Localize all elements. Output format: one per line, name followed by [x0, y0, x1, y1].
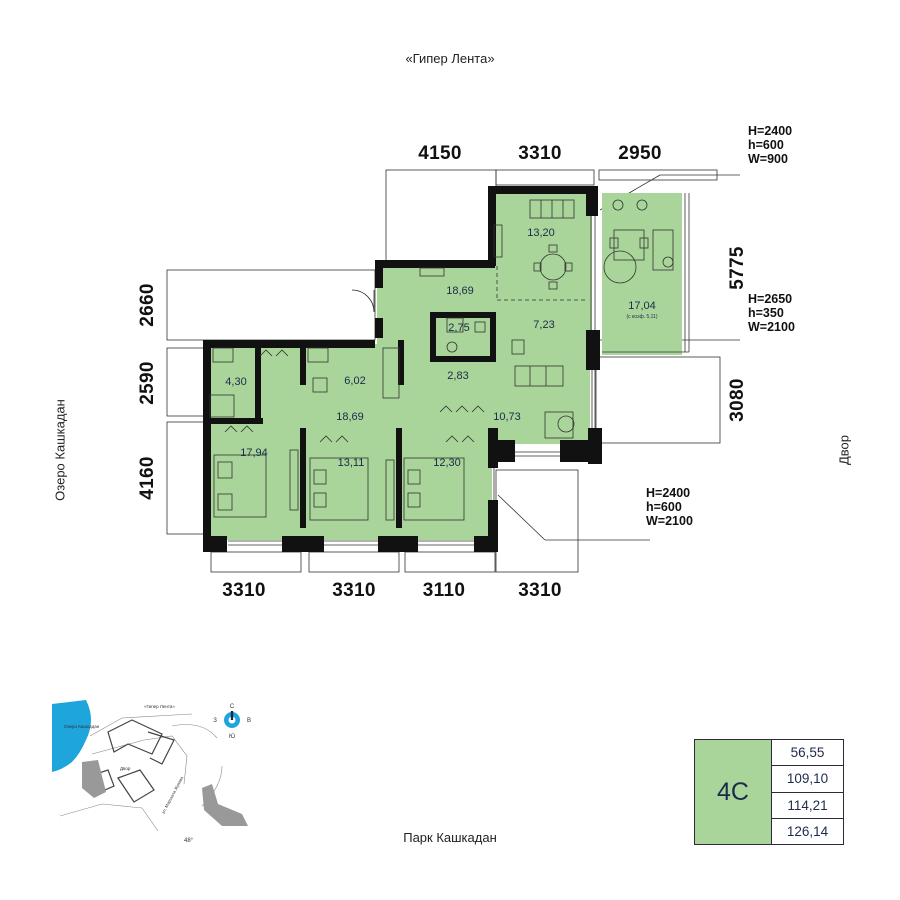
- dim-top-3: 2950: [618, 143, 662, 164]
- walls: [203, 186, 602, 552]
- room-labels: 13,20 18,69 2,75 7,23 17,04 (с коэф. 5,1…: [225, 227, 658, 469]
- unit-area-table: 4С 56,55 109,10 114,21 126,14: [694, 739, 844, 845]
- unit-areas: 56,55 109,10 114,21 126,14: [772, 740, 843, 844]
- room-area-terrace: 17,04: [628, 300, 656, 312]
- orientation-top: «Гипер Лента»: [405, 51, 495, 66]
- area-value-2: 109,10: [772, 766, 843, 793]
- minimap-yard-label: Двор: [120, 766, 131, 771]
- dim-left-2: 2590: [137, 361, 158, 405]
- minimap-street-label: ул. Маршала Жукова: [160, 775, 184, 814]
- dim-top-2: 3310: [518, 143, 562, 164]
- lake-shape: [52, 700, 91, 772]
- window-note-top: H=2400 h=600 W=900: [748, 124, 793, 166]
- compass-east: В: [247, 718, 251, 724]
- furniture: [209, 199, 674, 521]
- room-area-bedroom-3: 12,30: [433, 457, 461, 469]
- room-area-laundry: 4,30: [225, 376, 246, 388]
- minimap-lake-label: Озеро Кашкадан: [64, 724, 100, 729]
- room-area-bath-small: 2,75: [448, 322, 469, 334]
- orientation-bottom: Парк Кашкадан: [403, 830, 497, 845]
- room-area-living: 10,73: [493, 411, 521, 423]
- room-area-corridor: 18,69: [336, 411, 364, 423]
- compass-west: З: [213, 718, 217, 724]
- minimap-angle-label: 48°: [184, 838, 194, 844]
- room-area-kitchen: 13,20: [527, 227, 555, 239]
- window-note-bottom: H=2400 h=600 W=2100: [646, 486, 693, 528]
- window-note-right: H=2650 h=350 W=2100: [748, 292, 795, 334]
- room-area-bedroom-1: 17,94: [240, 447, 268, 459]
- dim-right-2: 3080: [727, 378, 748, 422]
- dim-bottom-4: 3310: [518, 580, 562, 601]
- area-value-1: 56,55: [772, 740, 843, 767]
- dim-bottom-1: 3310: [222, 580, 266, 601]
- area-value-3: 114,21: [772, 793, 843, 819]
- dim-left-1: 2660: [137, 283, 158, 327]
- room-fills: [208, 193, 682, 540]
- minimap-buildings: [95, 719, 175, 803]
- room-area-bedroom-2: 13,11: [338, 457, 365, 469]
- compass-south: Ю: [229, 734, 235, 740]
- compass-north: С: [230, 704, 235, 710]
- dim-top-1: 4150: [418, 143, 462, 164]
- minimap-active-building: [82, 760, 106, 798]
- room-area-bathroom: 6,02: [344, 375, 365, 387]
- compass-icon: С Ю З В: [213, 704, 251, 740]
- room-area-hall-top: 18,69: [446, 285, 474, 297]
- dim-bottom-3: 3110: [422, 580, 466, 601]
- minimap-mall-label: «Гипер Лента»: [144, 704, 175, 709]
- room-area-wc: 2,83: [447, 370, 468, 382]
- terrace-note: (с коэф. 5,11): [626, 314, 657, 320]
- unit-type: 4С: [695, 740, 772, 844]
- dim-bottom-2: 3310: [332, 580, 376, 601]
- dim-left-3: 4160: [137, 456, 158, 500]
- dim-right-1: 5775: [727, 246, 748, 290]
- minimap-neighbor-building: [202, 784, 248, 826]
- dimension-lines: [166, 169, 740, 573]
- site-minimap: Озеро Кашкадан «Гипер Лента» Двор ул. Ма…: [52, 700, 251, 844]
- area-value-4: 126,14: [786, 823, 829, 839]
- room-area-dining: 7,23: [533, 319, 554, 331]
- windows: [228, 193, 690, 546]
